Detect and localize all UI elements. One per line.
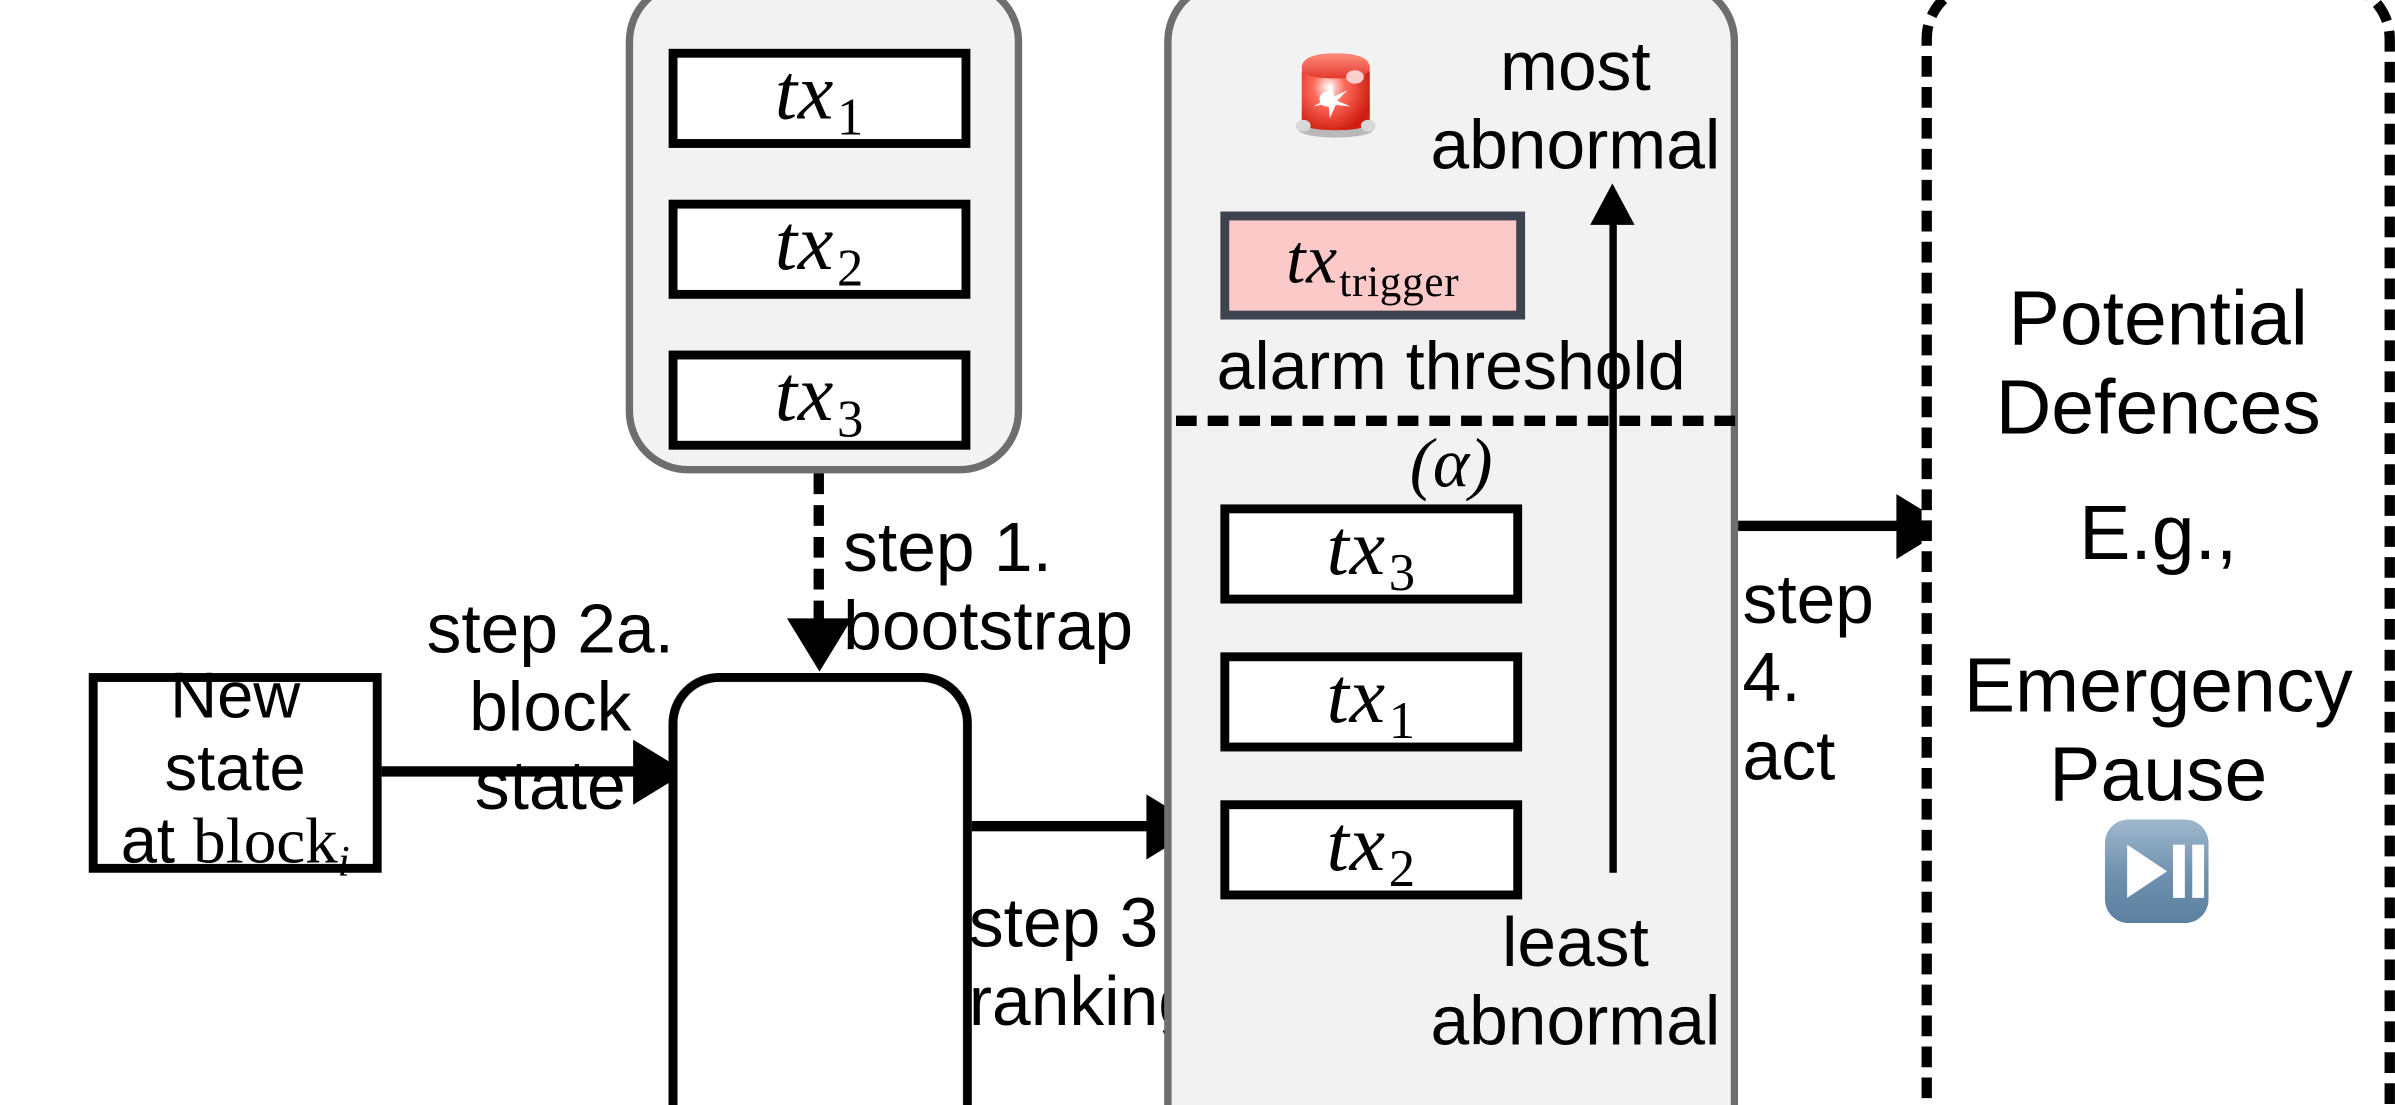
ranked-tx-box-2: tx1	[1220, 651, 1523, 752]
abnormality-axis-line	[1609, 221, 1617, 873]
step3-label: step 3. ranking	[968, 883, 1197, 1041]
step3-connector	[971, 820, 1165, 832]
step1-label: step 1. bootstrap	[843, 507, 1134, 665]
tx-label-3: tx3	[774, 349, 865, 449]
alarm-threshold-label: alarm threshold	[1216, 326, 1686, 404]
ranked-tx-label-2: tx1	[1326, 651, 1416, 751]
ranked-tx-box-1: tx3	[1220, 503, 1523, 604]
tx-box-2: tx2	[668, 198, 971, 299]
new-state-line1: New state	[164, 659, 306, 805]
tx-label-2: tx2	[774, 198, 865, 298]
least-abnormal-label: least abnormal	[1430, 902, 1721, 1060]
step1-dashed-connector	[813, 473, 824, 622]
tx-box-1: tx1	[668, 47, 971, 148]
step4-connector	[1738, 520, 1919, 532]
step2a-label: step 2a. block state	[426, 588, 674, 825]
alarm-threshold-symbol: (α)	[1409, 426, 1493, 503]
most-abnormal-label: most abnormal	[1430, 26, 1721, 184]
alarm-light-icon	[1288, 47, 1383, 139]
tx-label-1: tx1	[774, 47, 865, 147]
step4-label: step 4. act	[1742, 559, 1874, 795]
step2a-connector	[381, 766, 651, 777]
potential-defences-title: Potential Defences	[1995, 276, 2321, 452]
tx-box-3: tx3	[668, 349, 971, 450]
trigger-tx-ranked-label: txtrigger	[1286, 221, 1460, 306]
play-pause-icon	[2102, 817, 2211, 926]
alarm-threshold-line	[1176, 415, 1736, 427]
defences-eg-label: E.g.,	[2079, 491, 2238, 577]
trigger-tx-ranked-box: txtrigger	[1220, 211, 1526, 320]
ranked-tx-box-3: tx2	[1220, 799, 1523, 900]
new-state-box: New state at blocki	[88, 659, 382, 886]
new-state-line2: at blocki	[120, 804, 350, 886]
ranked-tx-label-3: tx2	[1326, 799, 1416, 898]
abnormality-axis-arrowhead	[1590, 183, 1635, 225]
blockgpt-box: BlockGPT	[668, 673, 972, 1105]
step1-arrowhead	[786, 618, 853, 672]
emergency-pause-label: Emergency Pause	[1963, 643, 2353, 819]
ranked-tx-label-1: tx3	[1326, 503, 1416, 603]
